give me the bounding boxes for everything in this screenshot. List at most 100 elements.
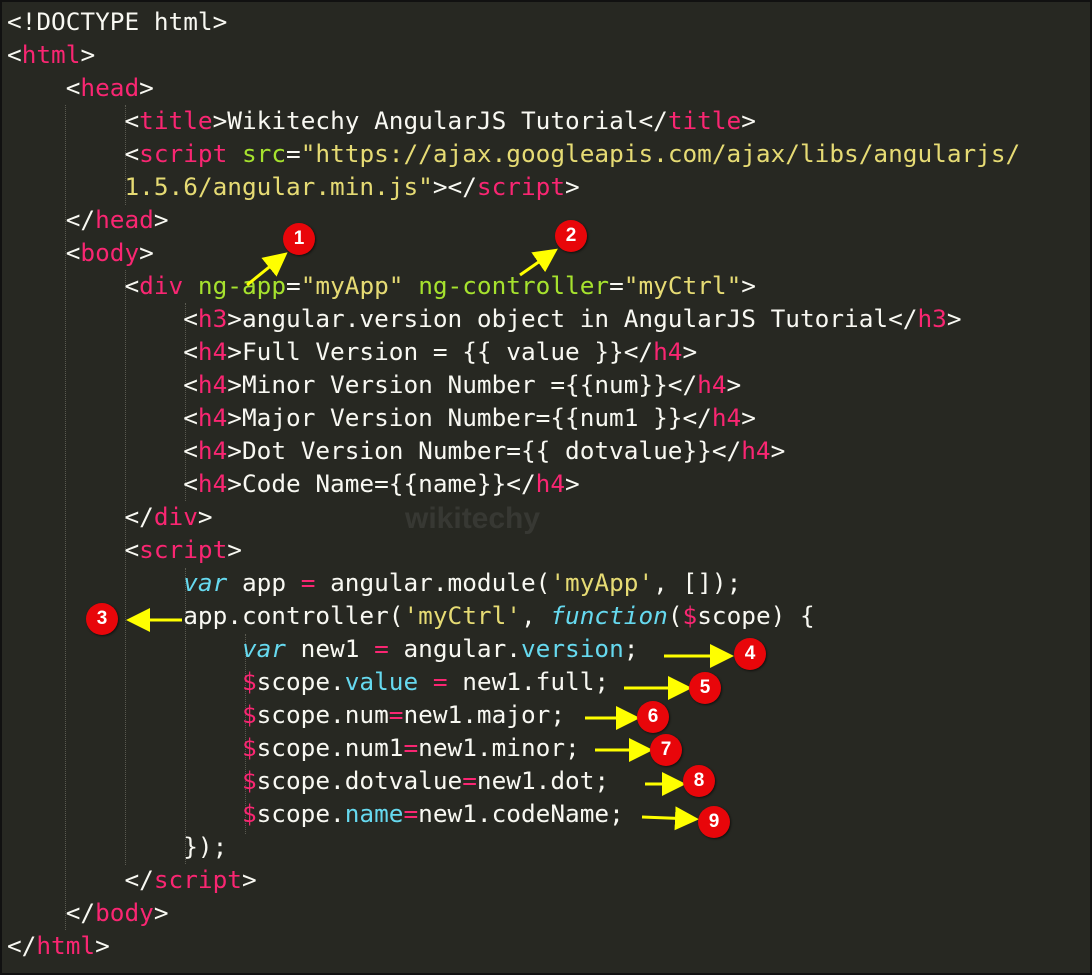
code-token: = [374, 634, 389, 663]
code-token: function [550, 601, 668, 630]
code-token: h3 [917, 304, 947, 333]
code-token: > [682, 337, 698, 366]
code-token: h4 [535, 469, 566, 498]
code-token: > [95, 931, 110, 960]
code-token: app [227, 568, 301, 597]
code-token: $ [241, 667, 257, 696]
watermark-logo: wikitechy [405, 502, 541, 535]
code-line: var app = angular.module('myApp', []); [7, 566, 741, 599]
code-token: < [7, 40, 22, 69]
code-token: > [80, 40, 96, 69]
code-line: <h3>angular.version object in AngularJS … [7, 302, 961, 335]
code-token: > [726, 370, 742, 399]
annotation-badge-1: 1 [283, 223, 315, 255]
code-token: var [241, 634, 286, 663]
code-token: scope. [256, 667, 345, 696]
code-token: h4 [653, 337, 683, 366]
code-token: scope) { [697, 601, 815, 630]
code-token: = [403, 799, 419, 828]
code-token: < [183, 370, 198, 399]
code-line: $scope.num=new1.major; [7, 698, 565, 731]
code-line: var new1 = angular.version; [7, 632, 639, 665]
indent-guide [245, 634, 246, 834]
code-line: </div> [7, 500, 213, 533]
code-token: , [520, 601, 551, 630]
code-token: = [300, 568, 316, 597]
code-token: angular.module( [315, 568, 551, 597]
code-token: scope.num1 [256, 733, 404, 762]
code-token: < [65, 238, 81, 267]
code-token: div [153, 502, 198, 531]
code-token: < [124, 106, 140, 135]
code-token: h4 [197, 403, 228, 432]
code-token: > [741, 106, 756, 135]
code-token: script [139, 139, 228, 168]
code-token: 'myApp' [550, 568, 654, 597]
code-token: "myCtrl" [623, 271, 742, 300]
indent-guide [65, 105, 66, 930]
code-token: >Code Name={{name}}</ [227, 469, 536, 498]
code-token: </ [65, 898, 96, 927]
code-line: app.controller('myCtrl', function($scope… [7, 599, 815, 632]
code-token: >Major Version Number={{num1 }}</ [227, 403, 712, 432]
code-token: value [344, 667, 419, 696]
code-line: <title>Wikitechy AngularJS Tutorial</tit… [7, 104, 756, 137]
code-token: ng-controller [418, 271, 610, 300]
indent-guide [185, 568, 186, 864]
code-token: h4 [197, 436, 228, 465]
code-token: , []); [653, 568, 742, 597]
code-token: $ [241, 799, 257, 828]
code-line: <h4>Minor Version Number ={{num}}</h4> [7, 368, 741, 401]
code-token: script [153, 865, 242, 894]
code-token: new1.full; [447, 667, 610, 696]
code-token: < [183, 403, 198, 432]
code-token: h4 [697, 370, 727, 399]
code-token: "myApp" [300, 271, 404, 300]
code-line: <body> [7, 236, 154, 269]
code-token: new1.major; [403, 700, 566, 729]
annotation-badge-7: 7 [650, 734, 682, 766]
code-token: title [139, 106, 213, 135]
code-token: script [476, 172, 566, 201]
code-token: "https://ajax.googleapis.com/ajax/libs/a… [300, 139, 1021, 168]
code-token: script [139, 535, 228, 564]
code-line: <script src="https://ajax.googleapis.com… [7, 137, 1020, 170]
code-line: <html> [7, 38, 95, 71]
code-token: < [65, 73, 81, 102]
code-token: = [286, 271, 301, 300]
indent-guide [125, 105, 126, 205]
code-line: <div ng-app="myApp" ng-controller="myCtr… [7, 269, 755, 302]
code-token: </ [124, 865, 154, 894]
code-token: body [95, 898, 154, 927]
code-line: <!DOCTYPE html> [7, 5, 227, 38]
code-token: var [183, 568, 228, 597]
code-token: > [153, 898, 169, 927]
code-line: $scope.dotvalue=new1.dot; [7, 764, 609, 797]
code-line: <head> [7, 71, 154, 104]
code-token: $ [682, 601, 698, 630]
code-token: = [388, 700, 404, 729]
code-line: </html> [7, 929, 110, 962]
code-token: $ [241, 700, 257, 729]
code-token: >angular.version object in AngularJS Tut… [227, 304, 918, 333]
code-token: = [432, 667, 448, 696]
code-token: html [21, 40, 81, 69]
code-token: = [286, 139, 301, 168]
code-token: > [741, 403, 756, 432]
code-line: <h4>Major Version Number={{num1 }}</h4> [7, 401, 756, 434]
annotation-badge-5: 5 [689, 672, 721, 704]
code-token: = [403, 733, 419, 762]
code-token: > [197, 502, 213, 531]
code-token: < [124, 535, 140, 564]
code-token: h4 [197, 469, 228, 498]
annotation-badge-3: 3 [86, 603, 118, 635]
code-token: ; [623, 634, 639, 663]
indent-guide [125, 270, 126, 865]
code-line: <h4>Full Version = {{ value }}</h4> [7, 335, 697, 368]
code-token: </ [7, 931, 37, 960]
code-token: < [183, 469, 198, 498]
code-token: >Minor Version Number ={{num}}</ [227, 370, 698, 399]
code-token: scope.num [256, 700, 389, 729]
code-token: html [36, 931, 96, 960]
